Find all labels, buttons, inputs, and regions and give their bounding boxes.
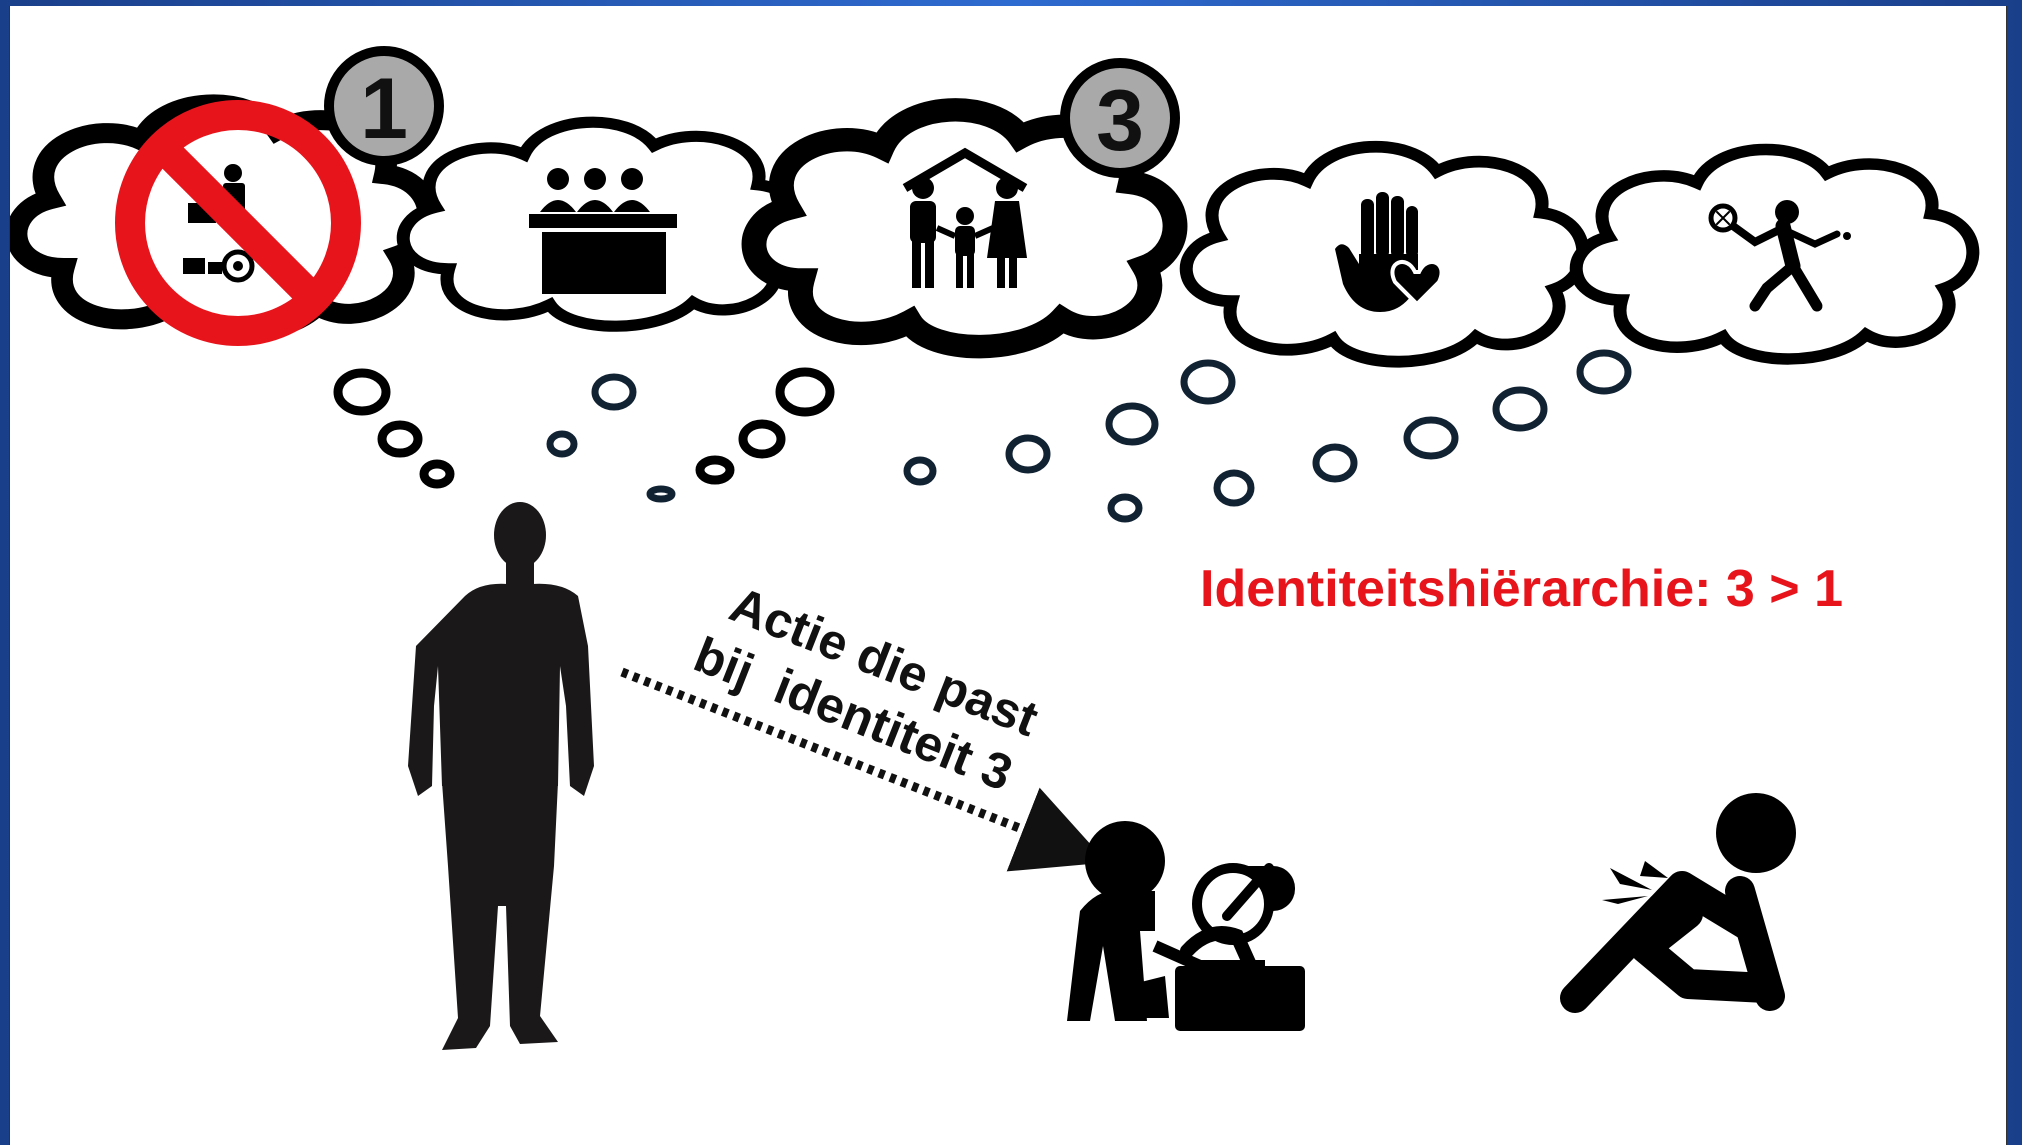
prohibition-icon [115,100,361,346]
thought-cloud-1 [17,100,429,346]
panel-people-icon [529,168,677,294]
thought-cloud-2 [403,122,800,326]
thought-bubbles-cloud-3 [695,367,835,485]
badge-identity-1: 1 [324,46,444,166]
thought-bubbles-cloud-4 [903,359,1236,486]
diagram-canvas: 1 [9,6,2007,1145]
injured-knee-person-icon [1560,793,1796,1013]
badge-1-label: 1 [360,61,408,157]
identity-hierarchy-label: Identiteitshiërarchie: 3 > 1 [1200,560,1843,618]
caregiver-patient-icon [1067,821,1305,1031]
family-home-icon [902,147,1028,288]
thought-cloud-5 [1576,149,1973,358]
badge-identity-3: 3 [1060,58,1180,178]
action-arrow [620,667,1107,872]
hand-heart-icon [1335,192,1444,312]
thought-bubbles-cloud-1 [333,368,455,489]
thought-bubbles-cloud-2 [546,373,676,503]
tennis-player-icon [1708,200,1851,312]
action-label: Actie die past bij identiteit 3 [687,576,1046,802]
thought-cloud-3 [754,110,1175,347]
identity-hierarchy-diagram: 1 [10,46,2006,1050]
thought-cloud-4 [1186,147,1583,362]
thought-bubbles-cloud-5 [1107,349,1632,523]
badge-3-label: 3 [1096,73,1144,169]
standing-person-silhouette [408,502,594,1050]
